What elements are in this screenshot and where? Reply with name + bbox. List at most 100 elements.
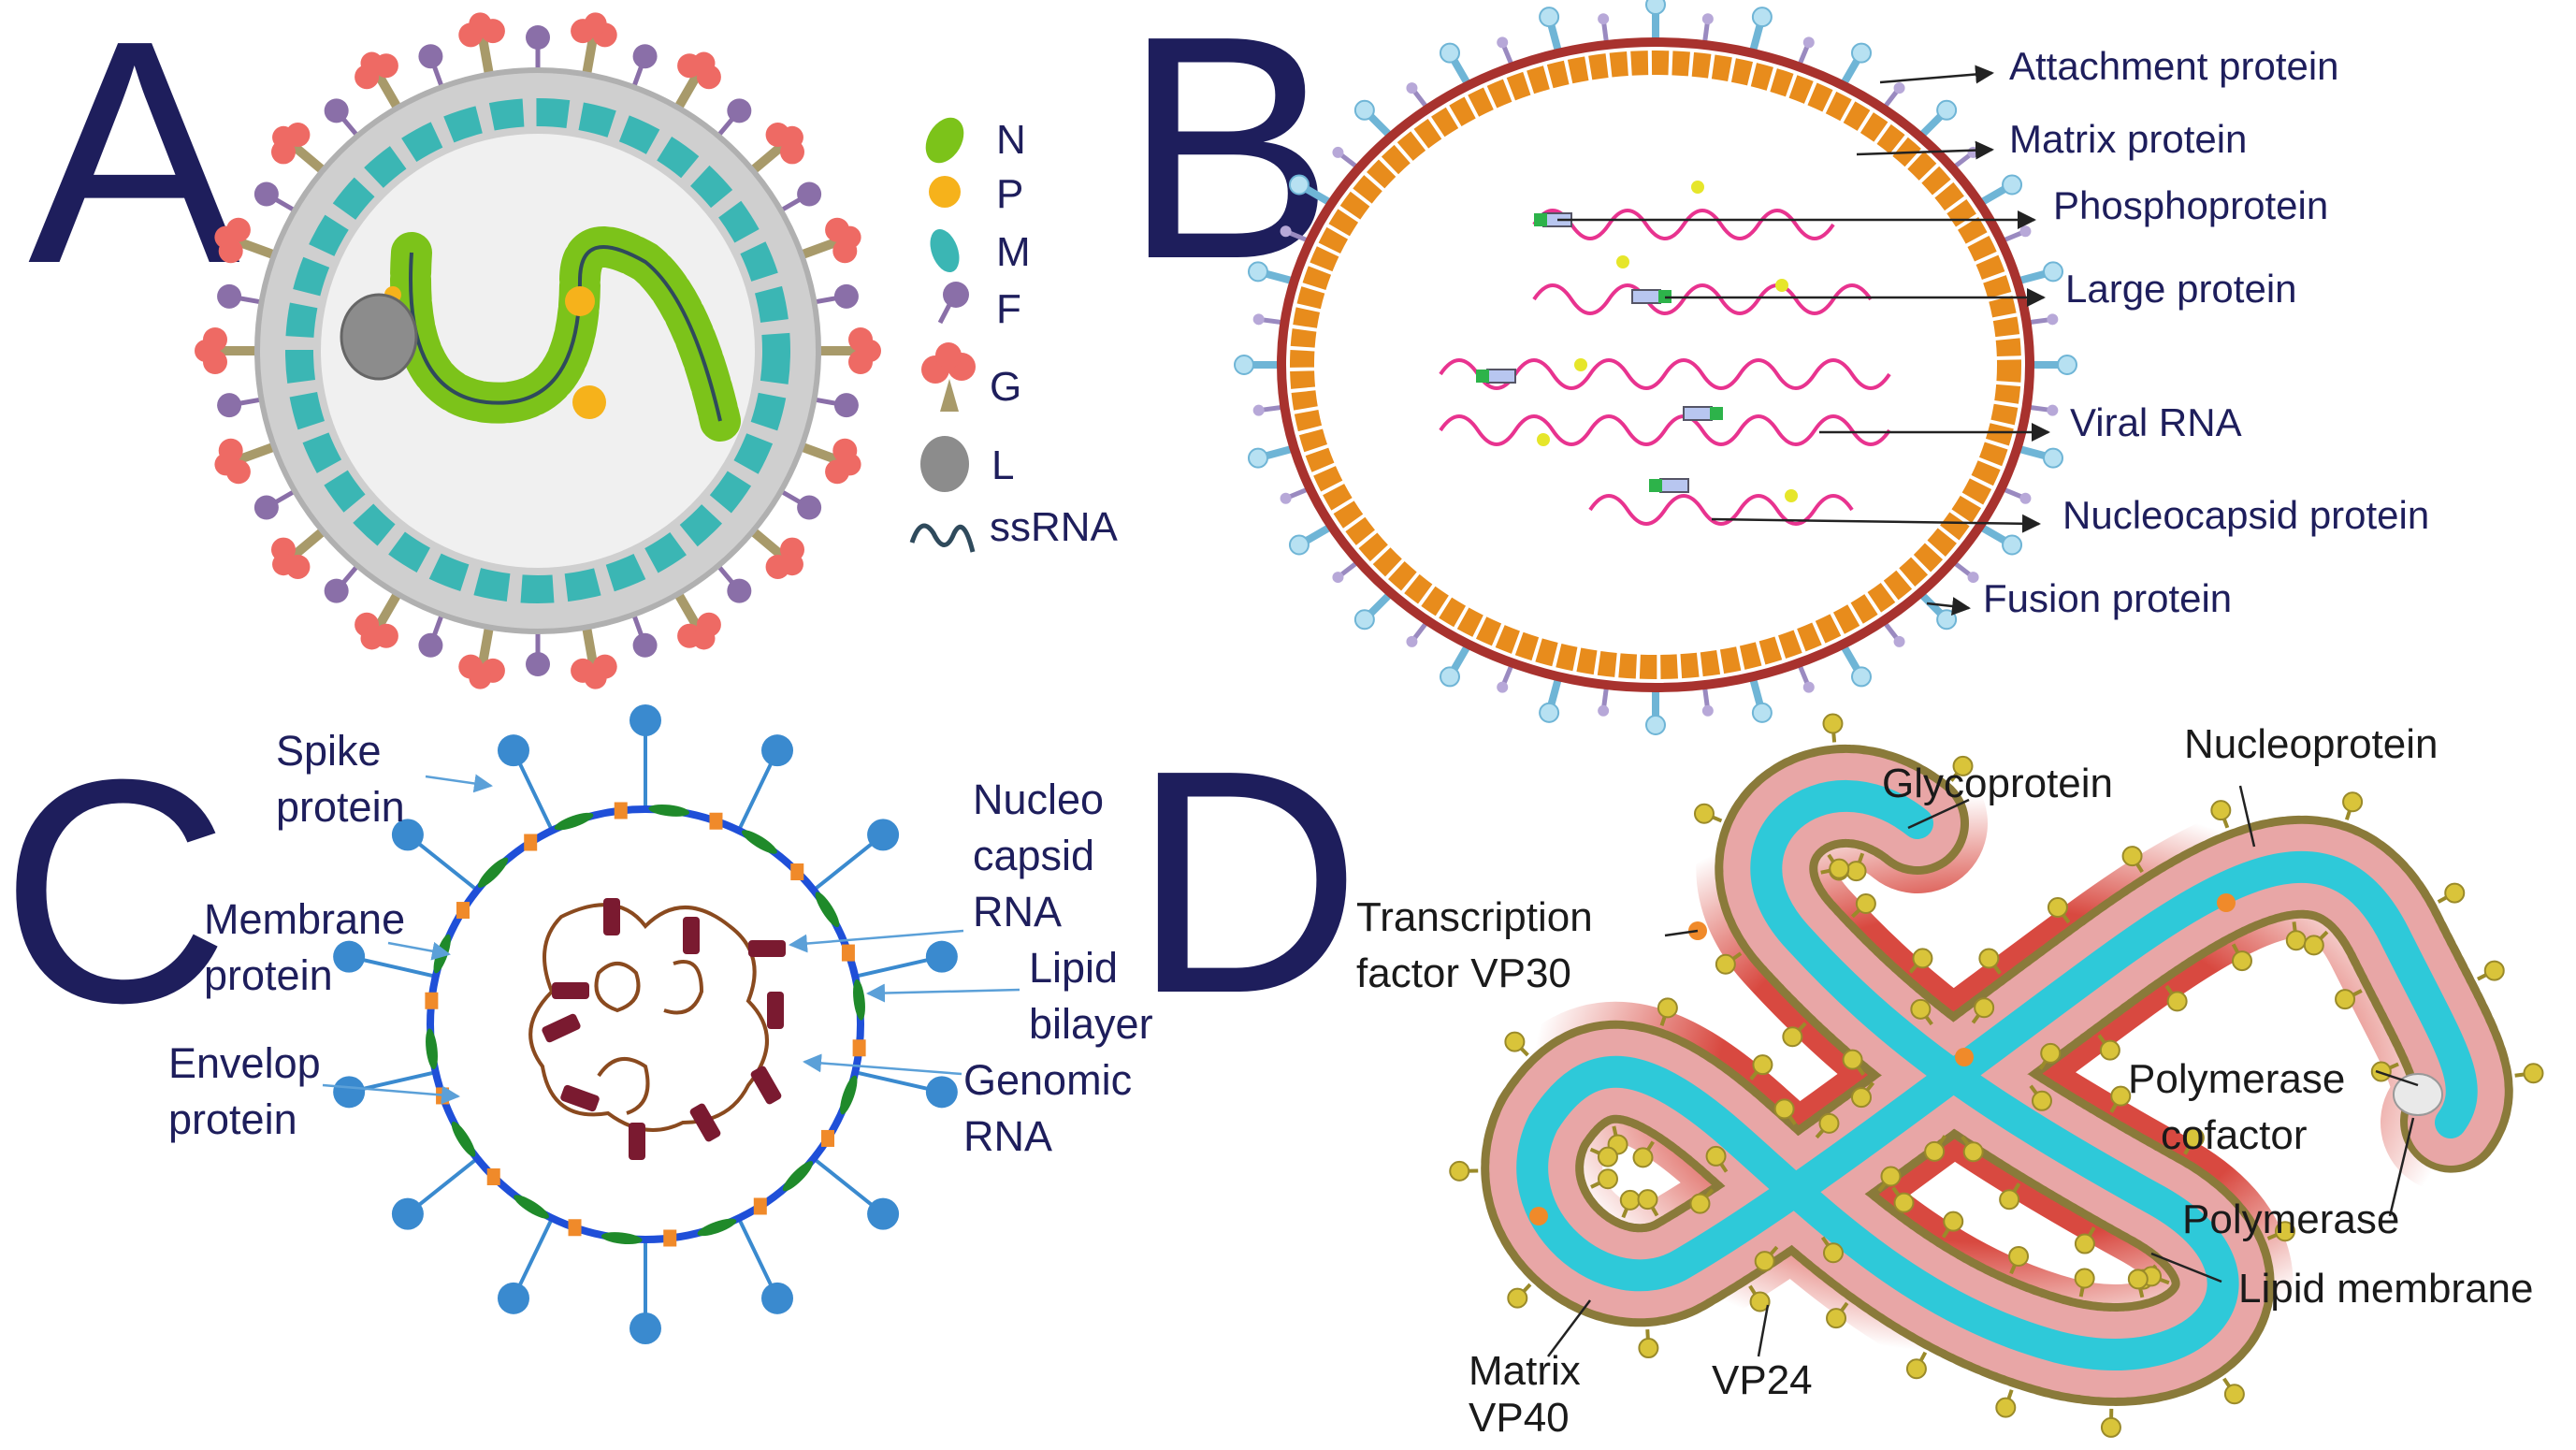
legend-m: M <box>996 229 1031 275</box>
membrane-protein-mark <box>815 892 840 928</box>
label-polymerase-cofactor: Polymerase cofactor <box>2128 1056 2357 1158</box>
label-nucleocapsid-rna: Nucleo capsid RNA <box>973 776 1116 935</box>
legend-ssrna: ssRNA <box>990 504 1119 550</box>
g-protein-spike <box>749 528 804 579</box>
panel-b-arrows <box>1557 65 2050 616</box>
g-protein-spike <box>271 123 326 174</box>
membrane-protein-mark <box>648 804 690 817</box>
large-protein-mark <box>1659 478 1689 493</box>
label-attachment-protein: Attachment protein <box>2009 44 2339 88</box>
glycoprotein-spike <box>1504 1031 1529 1057</box>
label-phosphoprotein: Phosphoprotein <box>2053 183 2328 227</box>
envelop-protein-mark <box>790 863 804 881</box>
glycoprotein-spike <box>2183 1127 2205 1155</box>
glycoprotein-spike <box>2038 1042 2062 1070</box>
glycoprotein-spike <box>2222 1377 2245 1405</box>
glycoprotein-spike <box>1971 997 1995 1024</box>
spike-protein <box>854 1070 958 1109</box>
envelop-protein-mark <box>425 992 439 1009</box>
nucleocapsid-rna-marks <box>542 898 786 1160</box>
glycoprotein-spike <box>1705 1145 1729 1173</box>
glycoprotein-spike <box>1449 1160 1479 1182</box>
panel-a-virion <box>195 12 881 689</box>
fusion-protein-spike <box>2000 225 2032 244</box>
vp30-mark <box>2217 893 2236 912</box>
legend-n: N <box>996 117 1026 163</box>
g-protein-spike <box>458 626 505 689</box>
g-protein-spike <box>673 51 721 110</box>
g-protein-spike <box>749 123 804 174</box>
envelop-protein-mark <box>753 1197 767 1215</box>
glycoprotein-spike <box>1590 1168 1618 1190</box>
panel-b-virion <box>1234 0 2077 735</box>
attachment-protein-spike <box>1539 675 1563 723</box>
membrane-protein-mark <box>426 1028 438 1070</box>
f-protein-spike <box>253 181 297 213</box>
glycoprotein-spike <box>1689 1188 1715 1214</box>
label-large-protein: Large protein <box>2065 267 2297 311</box>
glycoprotein-spike <box>1748 1284 1771 1312</box>
f-protein-spike <box>779 181 822 213</box>
panel-d-letter: D <box>1132 704 1362 1060</box>
nucleocapsid-dot <box>1574 358 1587 371</box>
glycoprotein-spike <box>1638 1328 1659 1359</box>
label-glycoprotein: Glycoprotein <box>1882 761 2113 806</box>
label-membrane-protein: Membrane protein <box>204 895 417 999</box>
f-protein-spike <box>217 393 262 418</box>
envelop-protein-mark <box>486 1167 500 1185</box>
glycoprotein-spike <box>1924 1135 1947 1162</box>
glycoprotein-spike <box>2121 846 2144 874</box>
phosphoprotein-mark <box>1476 370 1489 383</box>
nucleocapsid-dot <box>1775 279 1788 292</box>
glycoprotein-spike <box>1657 997 1678 1026</box>
label-nucleoprotein: Nucleoprotein <box>2184 721 2439 767</box>
glycoprotein-spike <box>2266 1221 2295 1242</box>
f-protein-spike <box>526 631 550 676</box>
nucleocapsid-core <box>1516 780 2478 1370</box>
f-protein-spike <box>814 283 859 309</box>
attachment-protein-spike <box>1234 355 1281 375</box>
g-protein-spike <box>355 51 402 110</box>
glycoprotein-spike <box>1850 1081 1875 1109</box>
attachment-protein-spike <box>1918 590 1958 631</box>
glycoprotein-spike <box>1632 1140 1655 1168</box>
p-protein-dot <box>572 385 606 419</box>
f-protein-spike <box>418 614 444 658</box>
matrix-layer <box>285 98 790 603</box>
f-protein-spike <box>526 25 550 70</box>
glycoprotein-spike <box>1820 858 1850 879</box>
spike-protein <box>497 734 555 832</box>
attachment-protein-spike <box>1247 444 1295 469</box>
f-protein-spike <box>418 44 444 88</box>
glycoprotein-spike <box>1995 1389 2017 1418</box>
spike-protein <box>630 1240 661 1344</box>
g-protein-spike <box>214 217 276 264</box>
vp30-mark <box>1955 1048 1974 1066</box>
panel-c-letter: C <box>0 714 230 1069</box>
glycoprotein-spikes <box>1449 713 2544 1438</box>
attachment-protein-spike <box>1918 99 1958 139</box>
g-protein-icon <box>921 342 976 412</box>
attachment-protein-spike <box>1839 42 1872 88</box>
attachment-protein-spike <box>1353 590 1394 631</box>
glycoprotein-spike <box>1782 1022 1807 1048</box>
glycoprotein-spike <box>1637 1189 1659 1217</box>
nucleocapsid-dot <box>1785 489 1798 502</box>
viral-membrane <box>1277 37 2034 692</box>
large-protein-mark <box>1631 289 1661 304</box>
glycoprotein-spikes <box>195 12 881 689</box>
panel-a-legend: N P M F G L ssRNA <box>909 117 1119 553</box>
glycoprotein-spike <box>1715 951 1743 975</box>
attachment-protein-spike <box>1247 261 1295 285</box>
attachment-protein-spike <box>1839 642 1872 688</box>
envelop-protein-mark <box>614 802 628 819</box>
glycoprotein-spike <box>1826 1301 1849 1329</box>
fusion-protein-spike <box>1796 661 1815 693</box>
panel-d-leaders <box>1547 785 2419 1357</box>
g-protein-spike <box>800 438 861 485</box>
envelop-protein-mark <box>852 1039 866 1057</box>
f-protein-spike <box>324 98 360 138</box>
l-protein-icon <box>920 436 969 492</box>
membrane-protein-mark <box>601 1232 643 1245</box>
